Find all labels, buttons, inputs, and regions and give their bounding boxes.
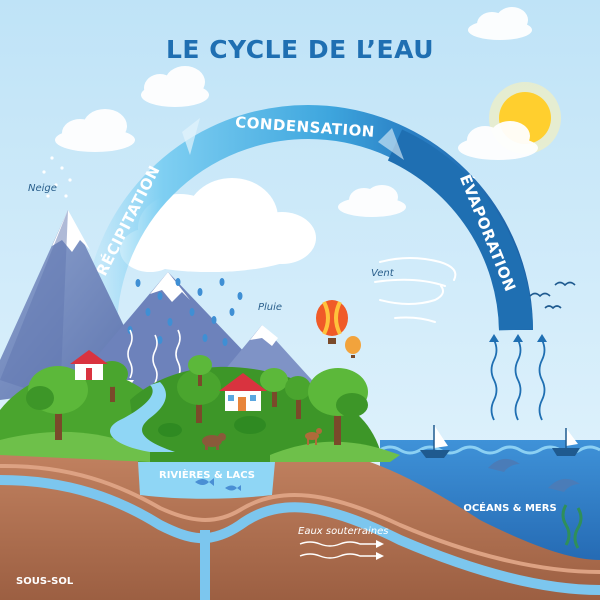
birds-icon	[529, 281, 576, 310]
page-title: LE CYCLE DE L’EAU	[166, 35, 434, 64]
tree-icon	[285, 376, 311, 419]
tree-icon	[260, 368, 288, 407]
evaporation-arc-segment	[387, 129, 533, 331]
house-icon	[70, 350, 108, 380]
tree-icon	[188, 355, 212, 386]
tree-icon	[177, 369, 221, 423]
evaporation-arrow-heads	[489, 334, 547, 342]
label-eaux-souterraines: Eaux souterraines	[298, 526, 388, 537]
arc-chevron	[182, 118, 200, 155]
label-neige: Neige	[28, 183, 57, 194]
wind-icon	[374, 257, 457, 323]
ground-layer	[0, 463, 600, 574]
label-rivieres-lacs: RIVIÈRES & LACS	[159, 468, 255, 481]
bear-icon	[202, 433, 226, 450]
precipitation-arrows	[127, 329, 181, 384]
cloud-icon	[55, 109, 135, 152]
label-pluie: Pluie	[258, 302, 282, 313]
rain-cloud-icon	[120, 178, 316, 272]
bush-icon	[158, 416, 266, 437]
cloud-icon	[338, 185, 406, 217]
label-vent: Vent	[371, 268, 395, 279]
deer-icon	[305, 428, 322, 445]
hot-air-balloon-icon	[345, 336, 361, 358]
dolphin-icon	[488, 458, 580, 492]
tree-icon	[96, 361, 128, 402]
groundwater-arrow-heads	[376, 540, 384, 560]
fish-icon	[195, 478, 241, 491]
label-oceans-mers: OCÉANS & MERS	[463, 501, 556, 514]
evaporation-arrows	[490, 339, 546, 421]
seaweed-icon	[561, 504, 583, 549]
sailboat-icon	[552, 428, 580, 456]
rain-drops	[127, 278, 243, 346]
sailboat-icon	[420, 425, 450, 458]
tree-icon	[26, 366, 88, 440]
cloud-icon	[468, 7, 532, 40]
cloud-icon	[458, 121, 538, 160]
snow-dots	[42, 156, 72, 198]
arc-chevron	[378, 128, 404, 160]
house-icon	[219, 373, 267, 411]
river	[110, 382, 175, 452]
groundwater-stream	[0, 475, 600, 595]
label-sous-sol: SOUS-SOL	[16, 576, 74, 587]
hot-air-balloon-icon	[316, 300, 348, 344]
groundwater-arrows	[299, 541, 376, 559]
cloud-icon	[141, 66, 209, 107]
tree-icon	[308, 368, 368, 445]
